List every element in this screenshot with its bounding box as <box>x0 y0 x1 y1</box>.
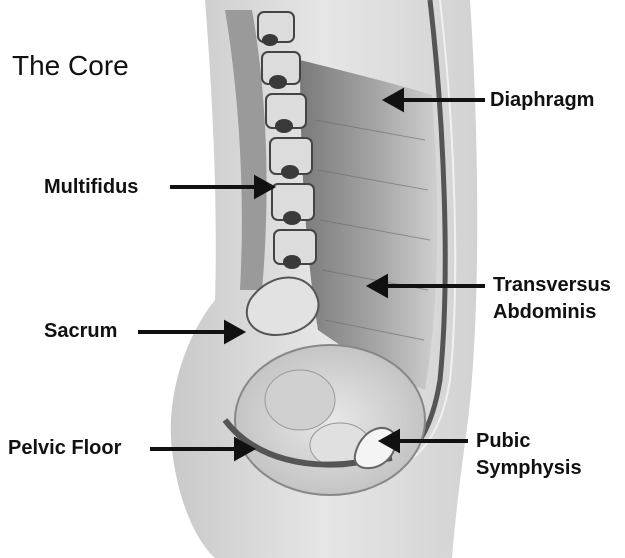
pelvis-bone <box>235 345 425 495</box>
label-sacrum: Sacrum <box>44 318 117 344</box>
label-pubic-line2: Symphysis <box>476 455 582 481</box>
figure-title: The Core <box>12 50 129 82</box>
label-transversus-line1: Transversus <box>493 272 611 298</box>
label-diaphragm: Diaphragm <box>490 87 594 113</box>
label-pelvic-floor: Pelvic Floor <box>8 435 121 461</box>
label-multifidus: Multifidus <box>44 174 138 200</box>
label-transversus-line2: Abdominis <box>493 299 596 325</box>
label-pubic-line1: Pubic <box>476 428 530 454</box>
